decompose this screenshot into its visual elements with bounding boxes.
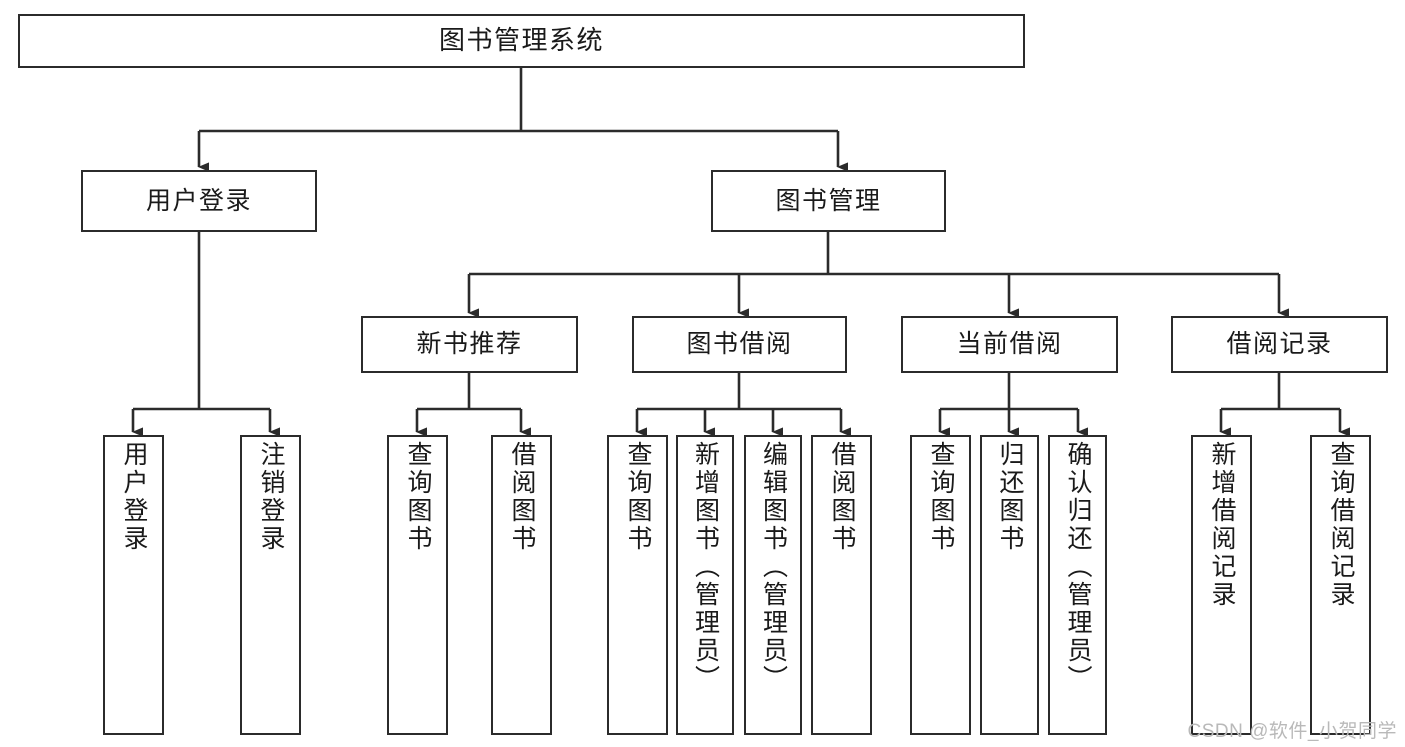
node-label: 借阅记录 bbox=[1226, 330, 1333, 359]
node-label: 新书推荐 bbox=[416, 330, 523, 359]
node-label: 借阅图书 bbox=[508, 441, 536, 553]
node-label: 注销登录 bbox=[257, 441, 285, 553]
node-label: 查询图书 bbox=[404, 441, 432, 553]
node-book-management[interactable]: 图书管理 bbox=[711, 170, 946, 232]
node-user-login[interactable]: 用户登录 bbox=[81, 170, 317, 232]
node-current-borrow[interactable]: 当前借阅 bbox=[901, 316, 1118, 373]
node-label: 用户登录 bbox=[120, 441, 148, 553]
node-label: 借阅图书 bbox=[828, 441, 856, 553]
watermark-text: CSDN @软件_小贺同学 bbox=[1187, 721, 1397, 742]
leaf-borrow-add-book-admin[interactable]: 新增图书（管理员） bbox=[676, 435, 734, 735]
node-root-system[interactable]: 图书管理系统 bbox=[18, 14, 1025, 68]
leaf-user-login-login[interactable]: 用户登录 bbox=[103, 435, 164, 735]
node-label: 查询图书 bbox=[624, 441, 652, 553]
leaf-record-query-record[interactable]: 查询借阅记录 bbox=[1310, 435, 1371, 735]
node-label: 用户登录 bbox=[145, 186, 252, 215]
leaf-record-add-record[interactable]: 新增借阅记录 bbox=[1191, 435, 1252, 735]
node-label: 当前借阅 bbox=[956, 330, 1063, 359]
leaf-user-login-logout[interactable]: 注销登录 bbox=[240, 435, 301, 735]
node-label: 新增图书（管理员） bbox=[691, 441, 720, 693]
node-label: 新增借阅记录 bbox=[1208, 441, 1236, 609]
leaf-current-query-book[interactable]: 查询图书 bbox=[910, 435, 971, 735]
node-new-book-recommend[interactable]: 新书推荐 bbox=[361, 316, 578, 373]
node-borrow-record[interactable]: 借阅记录 bbox=[1171, 316, 1388, 373]
leaf-current-return-book[interactable]: 归还图书 bbox=[980, 435, 1039, 735]
node-label: 图书借阅 bbox=[686, 330, 793, 359]
node-label: 图书管理 bbox=[775, 186, 882, 215]
leaf-recommend-query-book[interactable]: 查询图书 bbox=[387, 435, 448, 735]
node-label: 查询图书 bbox=[927, 441, 955, 553]
node-label: 查询借阅记录 bbox=[1327, 441, 1355, 609]
node-label: 图书管理系统 bbox=[438, 25, 604, 56]
leaf-recommend-borrow-book[interactable]: 借阅图书 bbox=[491, 435, 552, 735]
leaf-borrow-edit-book-admin[interactable]: 编辑图书（管理员） bbox=[744, 435, 802, 735]
leaf-borrow-query-book[interactable]: 查询图书 bbox=[607, 435, 668, 735]
node-label: 确认归还（管理员） bbox=[1064, 441, 1092, 693]
node-label: 编辑图书（管理员） bbox=[759, 441, 788, 693]
leaf-borrow-borrow-book[interactable]: 借阅图书 bbox=[811, 435, 872, 735]
node-book-borrow[interactable]: 图书借阅 bbox=[632, 316, 847, 373]
leaf-current-confirm-return-admin[interactable]: 确认归还（管理员） bbox=[1048, 435, 1107, 735]
node-label: 归还图书 bbox=[996, 441, 1024, 553]
